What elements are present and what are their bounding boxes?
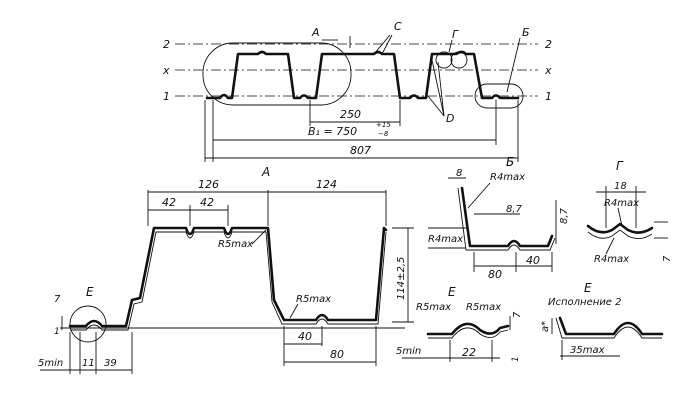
view-e2-sheet-profile-inner	[555, 317, 662, 339]
leader-d3	[427, 95, 445, 117]
view-a-dim-5min: 5min	[38, 358, 63, 369]
view-g-title: Г	[616, 159, 624, 173]
leader-c2	[381, 34, 393, 55]
view-a-dim-40: 40	[298, 330, 312, 343]
detail-zone-b	[474, 83, 524, 109]
detail-view-g: Г 18 R4max R4max 7	[586, 159, 673, 265]
leader-d1	[431, 59, 445, 117]
view-a-dim-126: 126	[198, 178, 219, 191]
view-b-r4max-top: R4max	[490, 172, 525, 183]
view-a-callout-e: Е	[86, 285, 94, 299]
label-line-2-right: 2	[545, 38, 552, 51]
view-e1-r5max-a: R5max	[416, 302, 451, 313]
view-e1-sheet-profile-inner	[428, 327, 509, 339]
leader-c1	[373, 34, 391, 55]
view-a-sheet-profile-inner	[70, 231, 387, 331]
overview-sheet-profile	[205, 50, 520, 100]
view-a-dim-80: 80	[330, 348, 344, 361]
view-a-title: А	[261, 165, 270, 179]
view-e2-title: Е	[584, 281, 592, 295]
view-a-dim-42a: 42	[162, 196, 176, 209]
view-e1-dim-22: 22	[462, 346, 476, 359]
label-line-x-right: x	[544, 64, 552, 77]
view-g-dim-18: 18	[614, 181, 627, 192]
view-e2-dim-35max: 35max	[570, 345, 605, 356]
view-b-dim-8: 8	[456, 168, 462, 179]
view-g-sheet-profile-inner	[587, 229, 653, 239]
view-e1-title: Е	[448, 285, 456, 299]
detail-zone-g1	[435, 51, 453, 69]
dim-807: 807	[350, 144, 371, 157]
callout-b: Б	[522, 26, 530, 39]
view-g-dim-7: 7	[662, 255, 673, 262]
callout-g: Г	[452, 28, 459, 41]
view-b-dim-87b: 8,7	[559, 207, 570, 224]
view-a-radius-bottom: R5max	[296, 294, 331, 305]
view-g-r4max-b: R4max	[594, 254, 629, 265]
view-g-r4max-a: R4max	[604, 198, 639, 209]
detail-view-b: Б 8 R4max 8,7 R4max 8,7 80 40	[428, 155, 570, 281]
view-b-sheet-profile	[460, 186, 554, 248]
view-e1-r5max-b: R5max	[466, 302, 501, 313]
callout-c: С	[394, 20, 402, 33]
view-a-dim-height: 114±2,5	[396, 257, 407, 300]
leader-d2	[437, 61, 445, 117]
label-line-1-left: 1	[163, 90, 170, 103]
leader-g	[448, 39, 453, 53]
view-e2-dim-a: a*	[540, 321, 551, 332]
detail-view-e1: Е R5max R5max 7 5min 22 1	[396, 285, 523, 362]
callout-d: D	[446, 112, 454, 125]
label-line-2-left: 2	[163, 38, 170, 51]
detail-zone-g2	[450, 51, 468, 69]
leader-b	[506, 37, 521, 93]
view-a-dim-124: 124	[316, 178, 337, 191]
view-a-radius-top: R5max	[218, 239, 253, 250]
view-a-dim-42b: 42	[200, 196, 214, 209]
view-a-radius-bottom-leader	[289, 303, 299, 319]
view-b-r4max-left: R4max	[428, 234, 463, 245]
label-line-x-left: x	[162, 64, 170, 77]
view-a-dim-1: 1	[54, 327, 60, 337]
view-e2-subtitle: Исполнение 2	[548, 297, 621, 308]
view-a-dim-11: 11	[82, 358, 95, 369]
dim-b1: B₁ = 750	[308, 125, 357, 138]
view-b-dim-40: 40	[526, 254, 540, 267]
view-a-radius-top-leader	[251, 229, 267, 245]
view-g-r4max-leader	[617, 207, 623, 227]
callout-a: А	[311, 26, 320, 39]
detail-zone-a	[202, 42, 352, 106]
detail-view-e2: Е Исполнение 2 a* 35max	[540, 281, 664, 360]
view-e1-dim-1: 1	[511, 356, 521, 362]
view-e1-sheet-profile	[426, 322, 510, 336]
view-a-dim-39: 39	[104, 358, 117, 369]
view-b-dim-87a: 8,7	[506, 204, 523, 215]
dim-250: 250	[340, 108, 361, 121]
dim-b1-tol-upper: +15	[376, 121, 391, 129]
label-line-1-right: 1	[545, 90, 552, 103]
view-e1-dim-7: 7	[512, 311, 523, 318]
view-a-sheet-profile	[68, 226, 388, 328]
dim-b1-tol-lower: −8	[378, 130, 389, 138]
view-b-sheet-profile-inner	[457, 187, 556, 251]
view-g-r4max-b-leader	[605, 237, 615, 255]
detail-view-a: А Е 126 124 42 42 R5max R5max 114±2,5	[38, 165, 414, 374]
overview-profile: 2 x 1 2 x 1 А С Г Б D 250	[162, 20, 552, 162]
view-b-title: Б	[506, 155, 514, 169]
view-b-dim-80: 80	[488, 268, 502, 281]
view-b-r4max-leader	[467, 182, 491, 209]
view-g-sheet-profile	[586, 222, 654, 234]
view-a-detail-e-circle	[69, 305, 107, 343]
view-e2-sheet-profile	[558, 316, 664, 336]
view-a-dim-7: 7	[54, 294, 61, 305]
view-e1-dim-5min: 5min	[396, 346, 421, 357]
